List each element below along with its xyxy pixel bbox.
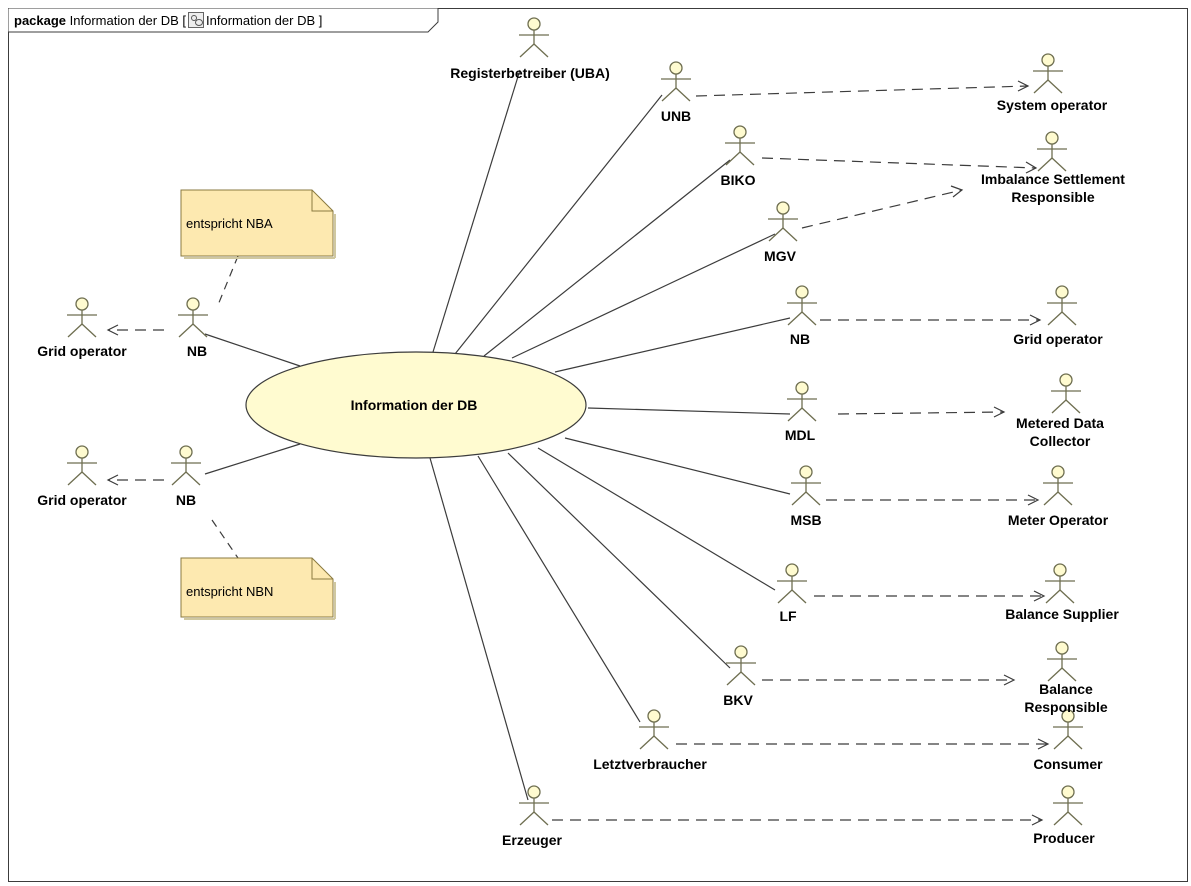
association-nb-left-top	[204, 333, 301, 367]
label-grid-operator-right: Grid operator	[1013, 331, 1103, 347]
use-case-label: Information der DB	[351, 397, 478, 413]
association-lf	[537, 447, 776, 591]
actor-mdl-icon	[786, 381, 818, 422]
association-unb	[454, 94, 663, 355]
actor-grid-operator-left-top-icon	[66, 297, 98, 338]
arrowhead-producer	[1031, 814, 1044, 826]
dependency-biko-imbalance	[761, 157, 1037, 169]
association-nb-left-bottom	[204, 443, 301, 475]
actor-system-operator-icon	[1032, 53, 1064, 94]
association-mgv	[511, 233, 776, 359]
actor-registerbetreiber-icon	[518, 17, 550, 58]
label-producer: Producer	[1033, 830, 1095, 846]
label-system-operator: System operator	[997, 97, 1108, 113]
association-letztverbraucher	[477, 455, 641, 723]
label-grid-operator-left-bottom: Grid operator	[37, 492, 127, 508]
label-metered-line1: Metered Data	[1016, 415, 1104, 431]
association-registerbetreiber	[432, 69, 521, 353]
actor-grid-operator-right-icon	[1046, 285, 1078, 326]
arrowhead-balance-responsible	[1003, 674, 1016, 686]
association-nb-right	[554, 317, 791, 373]
actor-imbalance-icon	[1036, 131, 1068, 172]
actor-letztverbraucher-icon	[638, 709, 670, 750]
note-nba-text: entspricht NBA	[186, 216, 273, 231]
note-anchor-nbn	[211, 519, 239, 559]
package-frame	[8, 8, 1188, 882]
diagram-name: Information der DB	[206, 13, 316, 28]
note-anchors	[211, 255, 239, 559]
label-lf: LF	[779, 608, 797, 624]
dependency-unb-system-operator	[695, 85, 1029, 97]
actor-metered-data-collector-icon	[1050, 373, 1082, 414]
actor-unb-icon	[660, 61, 692, 102]
package-keyword: package	[14, 13, 67, 28]
label-metered-line2: Collector	[1030, 433, 1091, 449]
arrowhead-imbalance-bottom	[950, 185, 964, 198]
arrowheads	[106, 80, 1050, 826]
association-bkv	[507, 452, 731, 669]
label-mdl: MDL	[785, 427, 816, 443]
actor-meter-operator-icon	[1042, 465, 1074, 506]
label-letztverbraucher: Letztverbraucher	[593, 756, 707, 772]
association-biko	[483, 159, 731, 357]
arrowhead-metered-data-collector	[993, 406, 1006, 418]
arrowhead-meter-operator	[1027, 494, 1040, 506]
actor-grid-operator-left-bottom-icon	[66, 445, 98, 486]
label-nb-left-bottom: NB	[176, 492, 196, 508]
actor-lf-icon	[776, 563, 808, 604]
arrowhead-consumer	[1037, 738, 1050, 750]
arrowhead-imbalance-top	[1025, 161, 1038, 174]
label-balance-resp-line2: Responsible	[1024, 699, 1107, 715]
label-balance-supplier: Balance Supplier	[1005, 606, 1119, 622]
arrowhead-grid-operator-left-top	[106, 324, 119, 336]
label-registerbetreiber: Registerbetreiber (UBA)	[450, 65, 609, 81]
actor-biko-icon	[724, 125, 756, 166]
actor-bkv-icon	[725, 645, 757, 686]
associations	[204, 69, 791, 801]
label-balance-resp-line1: Balance	[1039, 681, 1093, 697]
actor-labels: Registerbetreiber (UBA) UNB BIKO MGV NB …	[37, 65, 1125, 848]
actor-nb-left-top-icon	[177, 297, 209, 338]
use-case-diagram-icon	[188, 12, 205, 28]
label-mgv: MGV	[764, 248, 797, 264]
label-imbalance-line1: Imbalance Settlement	[981, 171, 1125, 187]
note-anchor-nba	[217, 255, 239, 306]
dependency-mgv-imbalance	[801, 189, 963, 229]
label-bkv: BKV	[723, 692, 753, 708]
dependencies	[108, 85, 1048, 821]
association-msb	[564, 437, 791, 495]
actor-erzeuger-icon	[518, 785, 550, 826]
actor-balance-supplier-icon	[1044, 563, 1076, 604]
association-erzeuger	[429, 457, 529, 801]
label-nb-left-top: NB	[187, 343, 207, 359]
actor-nb-right-icon	[786, 285, 818, 326]
arrowhead-grid-operator-left-bottom	[106, 474, 119, 486]
label-consumer: Consumer	[1033, 756, 1103, 772]
label-meter-operator: Meter Operator	[1008, 512, 1109, 528]
label-imbalance-line2: Responsible	[1011, 189, 1094, 205]
label-msb: MSB	[790, 512, 821, 528]
package-name: Information der DB	[69, 13, 179, 28]
label-nb-right: NB	[790, 331, 810, 347]
label-biko: BIKO	[721, 172, 756, 188]
use-case-information-der-db[interactable]	[245, 351, 587, 459]
label-unb: UNB	[661, 108, 691, 124]
dependency-mdl-metered-data-collector	[837, 411, 1005, 415]
actor-nb-left-bottom-icon	[170, 445, 202, 486]
actor-producer-icon	[1052, 785, 1084, 826]
arrowhead-grid-operator-right	[1029, 314, 1042, 326]
label-erzeuger: Erzeuger	[502, 832, 562, 848]
association-mdl	[587, 407, 791, 415]
note-nbn-text: entspricht NBN	[186, 584, 273, 599]
actor-consumer-icon	[1052, 709, 1084, 750]
arrowhead-system-operator	[1017, 80, 1030, 92]
note-nbn[interactable]: entspricht NBN	[180, 557, 336, 620]
arrowhead-balance-supplier	[1033, 590, 1046, 602]
actor-msb-icon	[790, 465, 822, 506]
label-grid-operator-left-top: Grid operator	[37, 343, 127, 359]
note-nba[interactable]: entspricht NBA	[180, 189, 336, 259]
actor-balance-responsible-icon	[1046, 641, 1078, 682]
